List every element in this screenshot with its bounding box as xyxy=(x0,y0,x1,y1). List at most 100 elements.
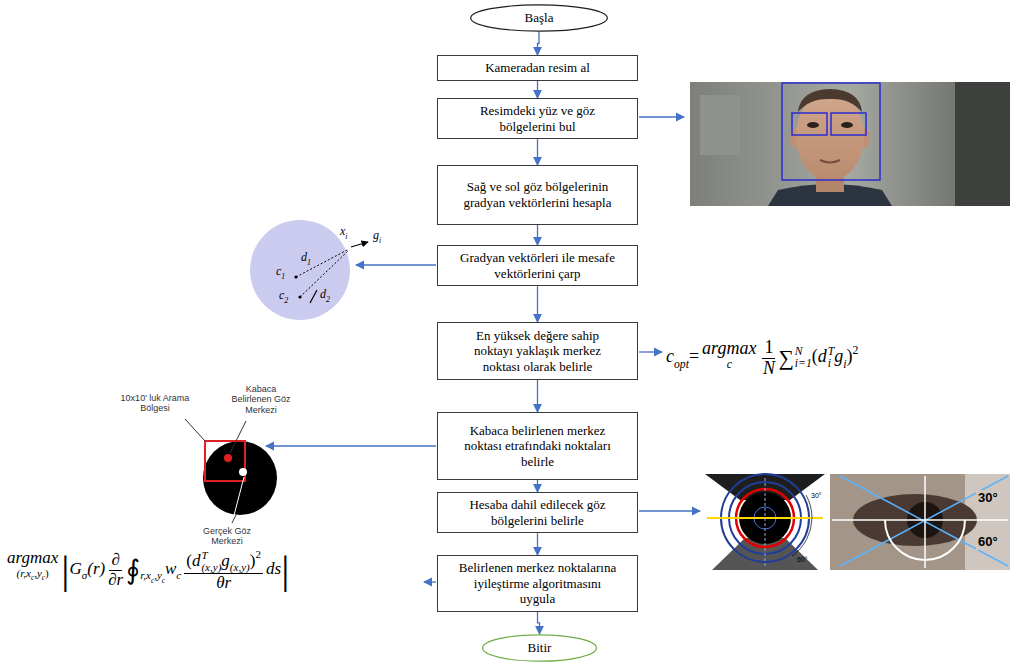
subscript: i xyxy=(345,232,347,241)
formula-symbol: (r,x xyxy=(17,567,31,579)
true-center xyxy=(239,468,247,476)
formula-symbol: 1 xyxy=(281,272,285,281)
formula-symbol: c xyxy=(151,577,154,585)
ellipse-shape xyxy=(483,635,597,661)
formula-symbol: r,x xyxy=(140,569,151,581)
node-text: Sağ ve sol göz bölgelerinin gradyan vekt… xyxy=(456,179,619,210)
formula-symbol: d xyxy=(301,250,307,264)
formula-symbol: c xyxy=(162,577,165,585)
subscript: c xyxy=(151,577,154,585)
flow-arrow xyxy=(538,32,540,55)
subscript: c xyxy=(31,574,34,582)
callout-label: 10x10' luk Arama Bölgesi xyxy=(116,393,194,414)
formula-symbol: argmax xyxy=(7,548,58,567)
angle-arc xyxy=(792,518,812,556)
step-text: Gradyan vektörleri ile mesafe vektörleri… xyxy=(456,250,619,281)
upper-index: T xyxy=(828,346,835,358)
numerator: (dT(x,y)g(x,y))2 xyxy=(184,548,263,574)
formula-symbol: (x,y) xyxy=(230,561,250,573)
process-box: Gradyan vektörleri ile mesafe vektörleri… xyxy=(437,245,638,286)
formula-symbol: N xyxy=(763,358,775,378)
photo-shelf xyxy=(955,82,1010,206)
numerator: ∂ xyxy=(109,551,121,571)
process-box: Resimdeki yüz ve göz bölgelerini bul xyxy=(437,98,638,139)
formula-symbol: ) xyxy=(45,567,49,579)
formula-symbol: g xyxy=(834,346,843,366)
operator: argmax xyxy=(702,338,756,359)
flow-arrow xyxy=(537,81,538,98)
angle-label: 60° xyxy=(797,556,808,564)
terminal-ellipse: Başla xyxy=(470,4,608,32)
leader-arrow xyxy=(639,351,662,352)
formula-symbol: g xyxy=(373,228,379,242)
flow-arrow xyxy=(537,225,538,245)
formula-symbol: θr xyxy=(216,573,231,592)
process-box: Kabaca belirlenen merkez noktası etrafın… xyxy=(437,412,638,480)
angle-line xyxy=(840,476,1008,566)
vertical-axis xyxy=(765,478,766,566)
subscript: r,xc,yc xyxy=(140,569,165,581)
formula: copt=argmaxc1N∑Ni=1(dTigi)2 xyxy=(666,338,858,379)
index-stack: T(x,y) xyxy=(201,550,221,573)
photo-background xyxy=(830,474,1010,570)
flow-arrow xyxy=(538,612,540,634)
leader-arrow xyxy=(424,581,436,582)
eye-search xyxy=(185,419,277,523)
step-text: Belirlenen merkez noktalarına iyileştirm… xyxy=(456,560,619,607)
step-text: En yüksek değere sahip noktayı yaklaşık … xyxy=(456,328,619,375)
subscript: c xyxy=(42,574,45,582)
step-text: Başla xyxy=(525,10,554,26)
angle-label: 30° xyxy=(811,492,822,500)
process-box: Sağ ve sol göz bölgelerinin gradyan vekt… xyxy=(437,165,638,225)
formula-symbol: 2 xyxy=(853,344,859,357)
formula-symbol: 10x10' luk Arama Bölgesi xyxy=(121,393,190,413)
subscript: c xyxy=(176,569,181,581)
formula-symbol: c xyxy=(666,346,674,366)
eye-disc xyxy=(250,220,350,320)
angle-label: 30° xyxy=(976,490,1000,506)
operator-limits: argmaxc xyxy=(702,338,756,370)
node-text: Gradyan vektörleri ile mesafe vektörleri… xyxy=(456,250,619,281)
node-text: Belirlenen merkez noktalarına iyileştirm… xyxy=(456,560,619,607)
formula-symbol: ) xyxy=(847,346,853,366)
formula-symbol: 30° xyxy=(811,492,822,499)
process-box: Kameradan resim al xyxy=(437,55,638,81)
fraction: 1N xyxy=(762,338,775,379)
node-text: Kameradan resim al xyxy=(485,60,590,76)
ellipse-shape xyxy=(471,5,608,31)
operator: argmax xyxy=(7,548,58,568)
numerator: 1 xyxy=(762,338,775,359)
formula-symbol: | xyxy=(281,547,289,592)
node-text: En yüksek değere sahip noktayı yaklaşık … xyxy=(456,328,619,375)
formula-symbol: | xyxy=(61,547,69,592)
formula-symbol: 1 xyxy=(764,337,773,357)
rough-center xyxy=(224,454,232,462)
leader-arrow xyxy=(639,116,684,117)
vector-label: xi xyxy=(340,224,348,241)
subscript: opt xyxy=(674,358,689,371)
formula-symbol: 2 xyxy=(284,296,288,305)
formula-symbol: g xyxy=(221,551,230,570)
leader-line xyxy=(232,515,236,523)
upper-index: N xyxy=(795,346,812,358)
angle-diagram xyxy=(705,474,825,570)
formula-symbol: ) xyxy=(250,551,256,570)
formula-symbol: ,y xyxy=(154,569,162,581)
lower-index: (x,y) xyxy=(201,562,221,574)
fraction: (dT(x,y)g(x,y))2θr xyxy=(184,548,263,593)
pupil-disc xyxy=(203,441,277,515)
callout-label: Kabaca Belirlenen Göz Merkezi xyxy=(226,384,296,415)
denominator: θr xyxy=(216,574,231,593)
point-label: c1 xyxy=(276,264,285,281)
eye-box xyxy=(792,113,827,135)
formula-symbol: 60° xyxy=(797,556,808,563)
formula-symbol: c xyxy=(727,358,732,371)
subscript: i xyxy=(843,358,846,371)
angle-axis xyxy=(924,476,926,568)
formula-symbol: 1 xyxy=(307,258,311,267)
eye-box xyxy=(831,113,866,135)
limit: (r,xc,yc) xyxy=(17,568,49,582)
formula-symbol: 60° xyxy=(978,534,998,549)
limit: c xyxy=(727,359,732,371)
lower-index: i=1 xyxy=(795,358,812,370)
